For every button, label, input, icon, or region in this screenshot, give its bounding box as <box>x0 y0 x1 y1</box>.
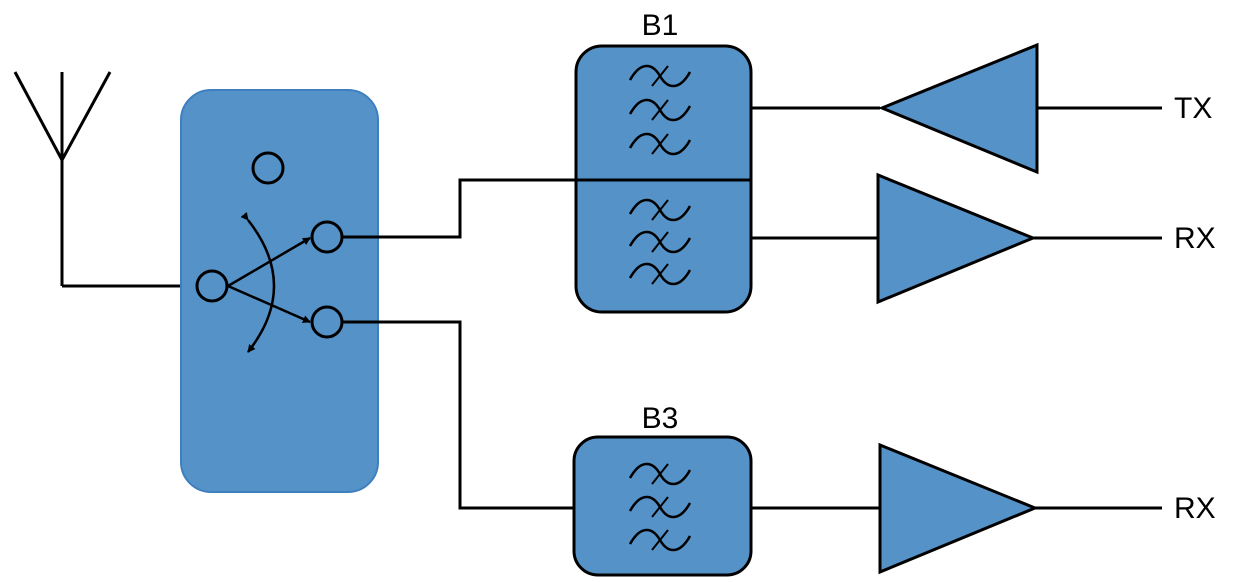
filter-bank-b3: B3 <box>572 402 753 577</box>
rx-amplifier-b3-icon <box>878 442 1039 575</box>
tx-amplifier-icon <box>878 42 1039 175</box>
rx-amplifier-b1-icon <box>876 172 1037 305</box>
rx-b1-port-label: RX <box>1174 222 1216 255</box>
switch-port-1 <box>310 220 344 254</box>
b3-body <box>572 435 753 577</box>
switch-selector-arc <box>240 212 276 353</box>
switch-common-port <box>195 269 229 303</box>
b1-label: B1 <box>642 9 679 42</box>
tx-port-label: TX <box>1174 92 1212 125</box>
rx-b3-port-label: RX <box>1174 492 1216 525</box>
rf-switch <box>180 89 379 493</box>
wire-port2-to-b3 <box>342 320 574 510</box>
wire-port1-to-b1 <box>342 178 576 239</box>
switch-unused-port <box>251 151 285 185</box>
antenna-icon <box>13 71 112 286</box>
switch-body <box>180 89 379 493</box>
filter-bank-b1: B1 <box>574 9 753 314</box>
b3-label: B3 <box>642 402 679 435</box>
switch-port-2 <box>310 305 344 339</box>
